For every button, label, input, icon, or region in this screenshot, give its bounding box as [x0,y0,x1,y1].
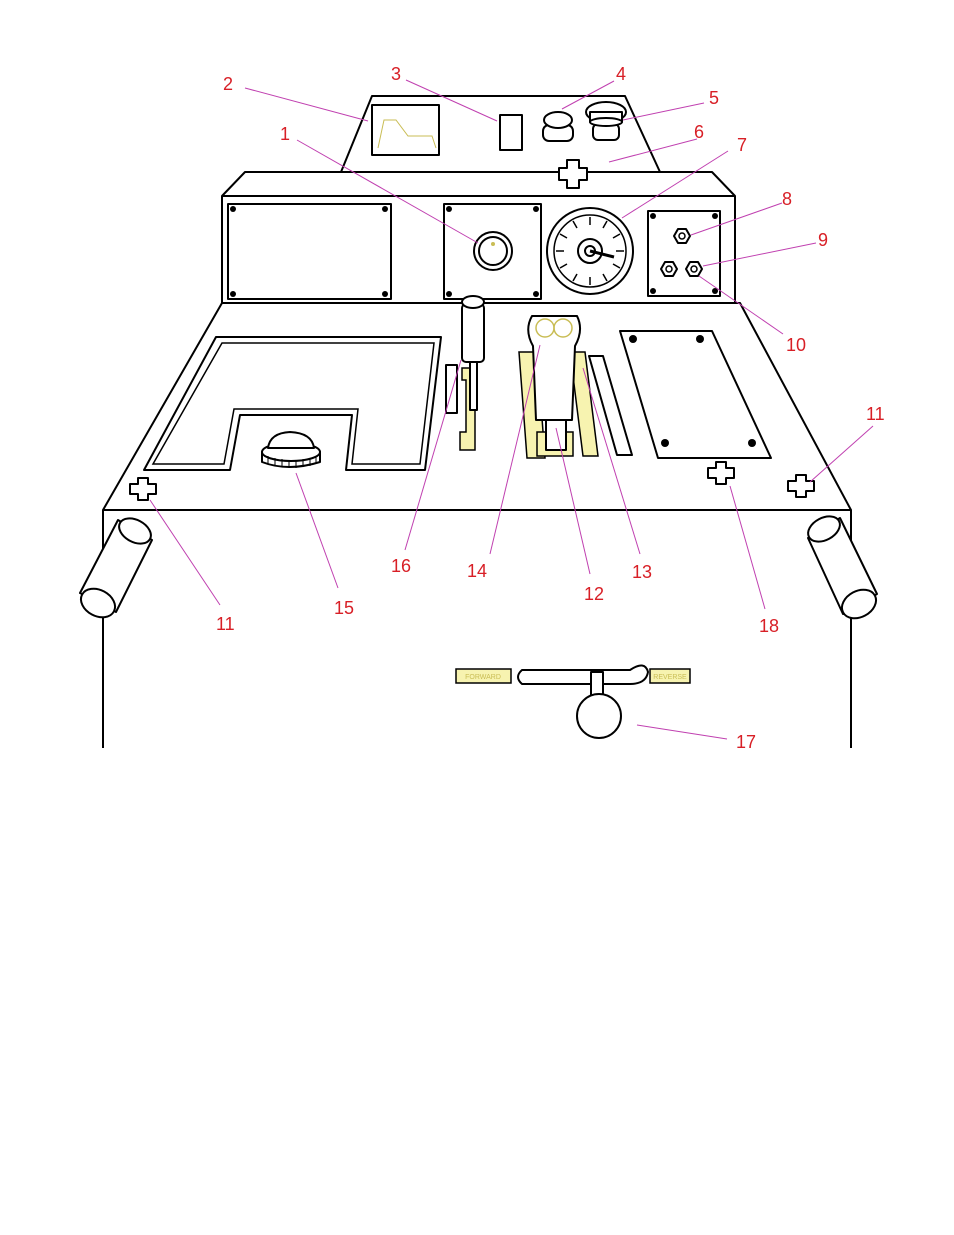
callout-5: 5 [709,88,719,108]
display-window [371,104,440,156]
throttle-lever-assembly [518,315,633,459]
cover-plate [619,330,772,459]
callout-labels: 1 2 3 4 5 6 7 8 9 10 11 11 12 13 14 15 1… [216,64,885,752]
right-handle [807,515,878,620]
callout-7: 7 [737,135,747,155]
rotary-selector-dial [546,207,634,295]
callout-3: 3 [391,64,401,84]
callout-6: 6 [694,122,704,142]
callout-10: 10 [786,335,806,355]
reverse-plate-label: REVERSE [653,674,687,681]
push-button [542,111,574,142]
callout-4: 4 [616,64,626,84]
forward-plate-label: FORWARD [465,674,501,681]
callout-1: 1 [280,124,290,144]
callout-2: 2 [223,74,233,94]
key-slot [499,114,523,151]
callout-9: 9 [818,230,828,250]
callout-13: 13 [632,562,652,582]
callout-8: 8 [782,189,792,209]
callout-11-left: 11 [216,614,235,634]
callout-12: 12 [584,584,604,604]
control-lever [445,295,485,451]
emergency-stop-button [585,101,627,141]
filler-cap [261,431,321,468]
blank-panel [227,203,392,300]
callout-14: 14 [467,561,487,581]
direction-lever: FORWARD REVERSE [455,664,691,739]
callout-18: 18 [759,616,779,636]
storage-tray [143,336,442,471]
left-handle [79,517,153,619]
deck-cross-knob-left [129,477,157,501]
callout-16: 16 [391,556,411,576]
deck-cross-knob-right [787,474,815,498]
callout-11-right: 11 [866,404,885,424]
deck-cross-knob-center [707,461,735,485]
leader-lines [149,79,874,740]
panel-cross-knob [558,159,588,189]
callout-17: 17 [736,732,756,752]
gauge-panel [443,203,542,300]
callout-15: 15 [334,598,354,618]
